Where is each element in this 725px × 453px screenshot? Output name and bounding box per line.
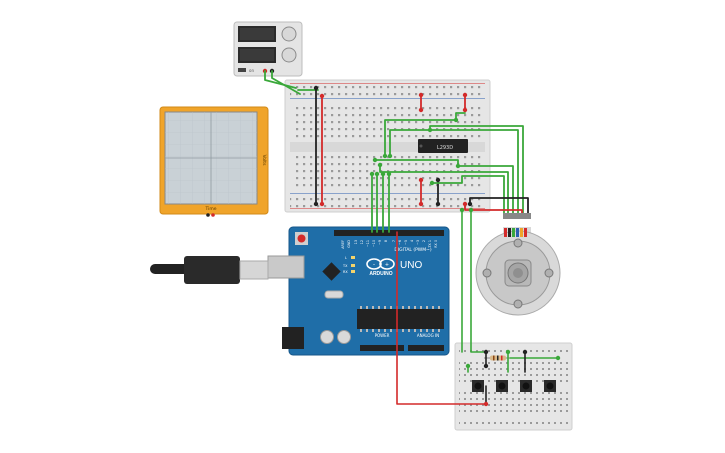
pin-label: ~3	[416, 240, 420, 245]
current-knob[interactable]	[281, 47, 297, 63]
pin-label: ~5	[404, 240, 408, 245]
push-button-4[interactable]	[544, 380, 556, 392]
wire-green[interactable]	[389, 129, 519, 214]
pin-label: ~11	[366, 240, 370, 247]
digital-label: DIGITAL (PWM~)	[394, 247, 432, 253]
push-button-2[interactable]	[496, 380, 508, 392]
wire-red[interactable]	[464, 203, 523, 214]
analog-label: ANALOG IN	[417, 333, 439, 338]
wires	[264, 70, 559, 405]
dc-motor[interactable]	[475, 227, 561, 316]
scope-probe-pos[interactable]	[211, 213, 215, 217]
wire-ends	[313, 85, 561, 407]
svg-text:–: –	[373, 262, 376, 268]
arduino-logo: – +	[366, 258, 395, 270]
small-breadboard	[454, 342, 573, 431]
push-button-3[interactable]	[520, 380, 532, 392]
wire-green[interactable]	[431, 175, 505, 214]
power-switch[interactable]	[238, 68, 246, 72]
led-tx-label: TX	[342, 264, 348, 268]
pin-label: 7	[392, 240, 396, 242]
pin-label: 4	[410, 240, 414, 242]
power-supply[interactable]: on	[233, 21, 303, 77]
oscilloscope[interactable]: Volts Time	[159, 106, 269, 217]
led-l-label: L	[345, 256, 347, 260]
aref-label: AREF	[341, 240, 345, 249]
digital-header	[334, 230, 444, 236]
wire-red[interactable]	[396, 231, 487, 405]
push-button-1[interactable]	[472, 380, 484, 392]
arduino-model: UNO	[400, 260, 422, 271]
analog-header	[408, 345, 444, 351]
wire-green[interactable]	[271, 70, 301, 95]
led-rx-label: RX	[343, 270, 348, 274]
pin-label: TX 1	[428, 240, 432, 249]
gnd-label: GND	[347, 240, 351, 248]
pin-label: 8	[384, 240, 388, 242]
wire-green[interactable]	[379, 164, 509, 214]
wire-black[interactable]	[469, 197, 529, 214]
driver-chip-label: L293D	[437, 145, 453, 151]
scope-probe-neg[interactable]	[206, 213, 210, 217]
power-label: POWER	[375, 333, 390, 338]
pin-label: ~6	[398, 240, 402, 245]
pin-label: ~10	[372, 240, 376, 247]
usb-cable[interactable]	[150, 256, 269, 284]
pin-label: ~9	[378, 240, 382, 245]
driver-chip[interactable]: L293D	[418, 139, 468, 153]
svg-text:+: +	[385, 262, 389, 268]
scope-xlabel: Time	[204, 206, 216, 212]
pin-label: 12	[360, 240, 364, 244]
arduino-uno[interactable]: DIGITAL (PWM~) AREF GND 13 12 ~11 ~10 ~9…	[267, 226, 450, 356]
pin-label: 2	[422, 240, 426, 242]
wire-green[interactable]	[470, 209, 487, 353]
atmega-chip	[357, 309, 444, 329]
power-switch-label: on	[249, 68, 254, 73]
pin-label: RX 0	[434, 240, 438, 248]
voltage-knob[interactable]	[281, 26, 297, 42]
power-header	[360, 345, 404, 351]
power-jack[interactable]	[282, 327, 304, 349]
scope-ylabel: Volts	[261, 155, 267, 166]
arduino-brand: ARDUINO	[369, 271, 392, 277]
pin-label: 13	[354, 240, 358, 244]
usb-port[interactable]	[267, 255, 305, 279]
